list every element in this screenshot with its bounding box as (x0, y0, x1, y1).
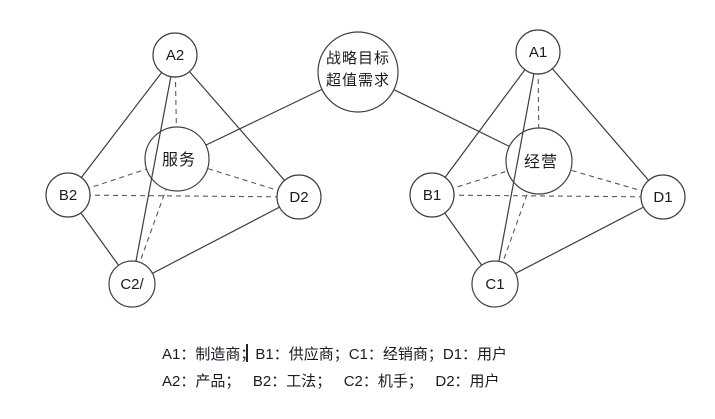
edge-c1-d1 (494, 196, 664, 285)
node-operation-circle (505, 127, 573, 195)
node-d1-label: D1 (653, 189, 672, 206)
edge-b1-d1-dashed (431, 194, 664, 198)
edge-a2-c2 (135, 75, 172, 262)
labels: A2 B2 D2 C2/ 服务 A1 B1 D1 C1 经营 战略目标 超值需求 (59, 44, 673, 293)
legend-line-2: A2：产品； B2：工法； C2：机手； D2：用户 (162, 373, 500, 390)
edge-a2-b2 (67, 54, 176, 196)
edge-a2-d2 (174, 54, 300, 198)
node-b1-label: B1 (423, 187, 441, 204)
edge-a1-c1 (498, 72, 535, 262)
nodes (45, 29, 686, 308)
node-service-label: 服务 (162, 151, 196, 169)
node-d2-label: D2 (289, 189, 308, 206)
legend-line-1: A1：制造商；B1：供应商；C1：经销商；D1：用户 (162, 346, 508, 363)
node-c1-label: C1 (485, 276, 504, 293)
hub-circle (317, 31, 399, 113)
node-d2-circle (276, 174, 322, 220)
text-cursor (246, 344, 248, 362)
node-a2-label: A2 (166, 47, 184, 64)
edges-over (135, 72, 535, 262)
node-b2-circle (45, 172, 91, 218)
hub-label-line2: 超值需求 (326, 72, 390, 89)
edge-a1-b1 (431, 51, 539, 196)
node-b2-label: B2 (59, 187, 77, 204)
edge-c2-d2 (131, 196, 300, 285)
node-d1-circle (640, 174, 686, 220)
hub-label-line1: 战略目标 (326, 50, 390, 67)
node-c1-circle (471, 260, 519, 308)
node-b1-circle (409, 172, 455, 218)
edge-b2-d2-dashed (67, 194, 300, 198)
node-a1-label: A1 (529, 44, 547, 61)
node-a2-circle (152, 32, 198, 78)
node-a1-circle (515, 29, 561, 75)
edge-a1-d1 (537, 51, 664, 198)
node-service-circle (144, 126, 210, 192)
node-c2-circle (108, 260, 156, 308)
node-c2-label: C2/ (120, 276, 144, 293)
node-operation-label: 经营 (524, 153, 558, 171)
